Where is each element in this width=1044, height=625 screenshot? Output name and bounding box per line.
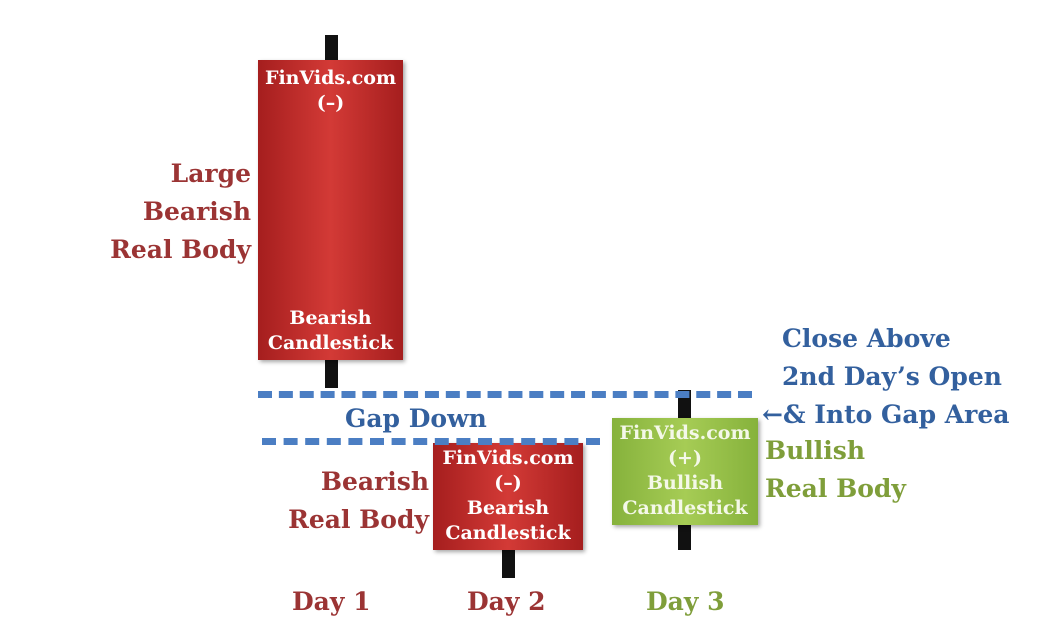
gap-down-label: Gap Down [345,404,487,433]
candle-sign: (+) [668,447,702,469]
day1-candle-body: FinVids.com (–) Bearish Candlestick [258,60,403,360]
candle-type: Candlestick [267,332,394,354]
candle-type: Bearish [466,497,550,519]
candle-sign: (–) [316,92,345,114]
day3-label: Day 3 [646,587,725,616]
day2-label: Day 2 [467,587,546,616]
candle-type: Bullish [646,472,724,494]
watermark: FinVids.com [442,447,574,469]
day2-open-line [262,438,600,445]
day2-candle-body: FinVids.com (–) Bearish Candlestick [433,443,583,550]
candle-type: Candlestick [622,497,748,519]
candle-type: Candlestick [445,522,571,544]
day1-label: Day 1 [292,587,371,616]
watermark: FinVids.com [264,67,397,89]
day3-candle-body: FinVids.com (+) Bullish Candlestick [612,418,758,525]
candle-type: Bearish [289,307,372,329]
watermark: FinVids.com [619,422,751,444]
day1-close-line [258,391,752,398]
candle-sign: (–) [494,472,522,494]
close-above-label: Close Above 2nd Day’s Open ←& Into Gap A… [762,324,1010,429]
